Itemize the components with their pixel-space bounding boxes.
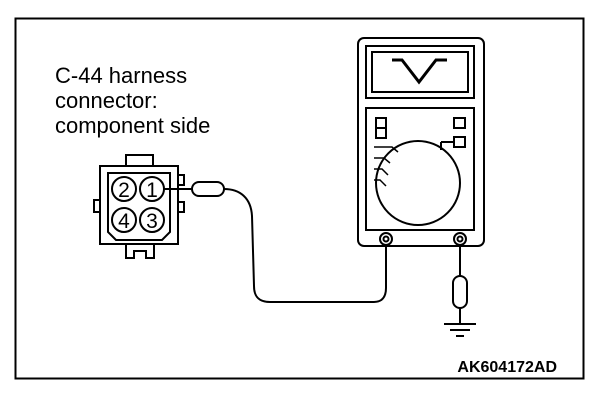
com-jack-inner (382, 235, 390, 243)
pin-2-circle (111, 176, 137, 202)
volt-jack-inner (456, 235, 464, 243)
connector-top-latch (125, 154, 154, 166)
pin-label-4: 4 (118, 210, 130, 233)
ground-probe-handle (452, 275, 468, 309)
positive-lead-wire (223, 188, 387, 303)
connector-inner-housing (107, 172, 171, 241)
figure-frame (14, 17, 585, 380)
figure-code: AK604172AD (457, 359, 557, 376)
pin-label-1: 1 (146, 179, 158, 202)
dial-scale-marks (374, 146, 399, 187)
pin-3-circle (139, 207, 165, 233)
multimeter-body (357, 37, 485, 247)
multimeter (357, 37, 485, 247)
pin-label-2: 2 (118, 179, 130, 202)
caption-line-3: component side (55, 113, 210, 138)
pin-label-3: 3 (146, 210, 158, 233)
caption-line-1: C-44 harness (55, 63, 187, 88)
range-button-icon (453, 117, 466, 129)
selector-dial-icon (375, 140, 461, 226)
voltage-v-symbol-icon (392, 58, 447, 85)
com-jack (379, 232, 393, 246)
probe-handle (191, 181, 225, 197)
hold-button-icon (453, 136, 466, 148)
connector-body (99, 165, 179, 245)
multimeter-control-panel (365, 107, 475, 231)
pin-4-circle (111, 207, 137, 233)
test-leads (164, 181, 468, 324)
connector-bottom-tab (125, 244, 155, 259)
ground-symbol-icon (444, 323, 476, 337)
caption-line-2: connector: (55, 88, 158, 113)
harness-connector (93, 154, 185, 259)
multimeter-display-inner (371, 51, 469, 93)
multimeter-display (365, 45, 475, 99)
volt-jack (453, 232, 467, 246)
